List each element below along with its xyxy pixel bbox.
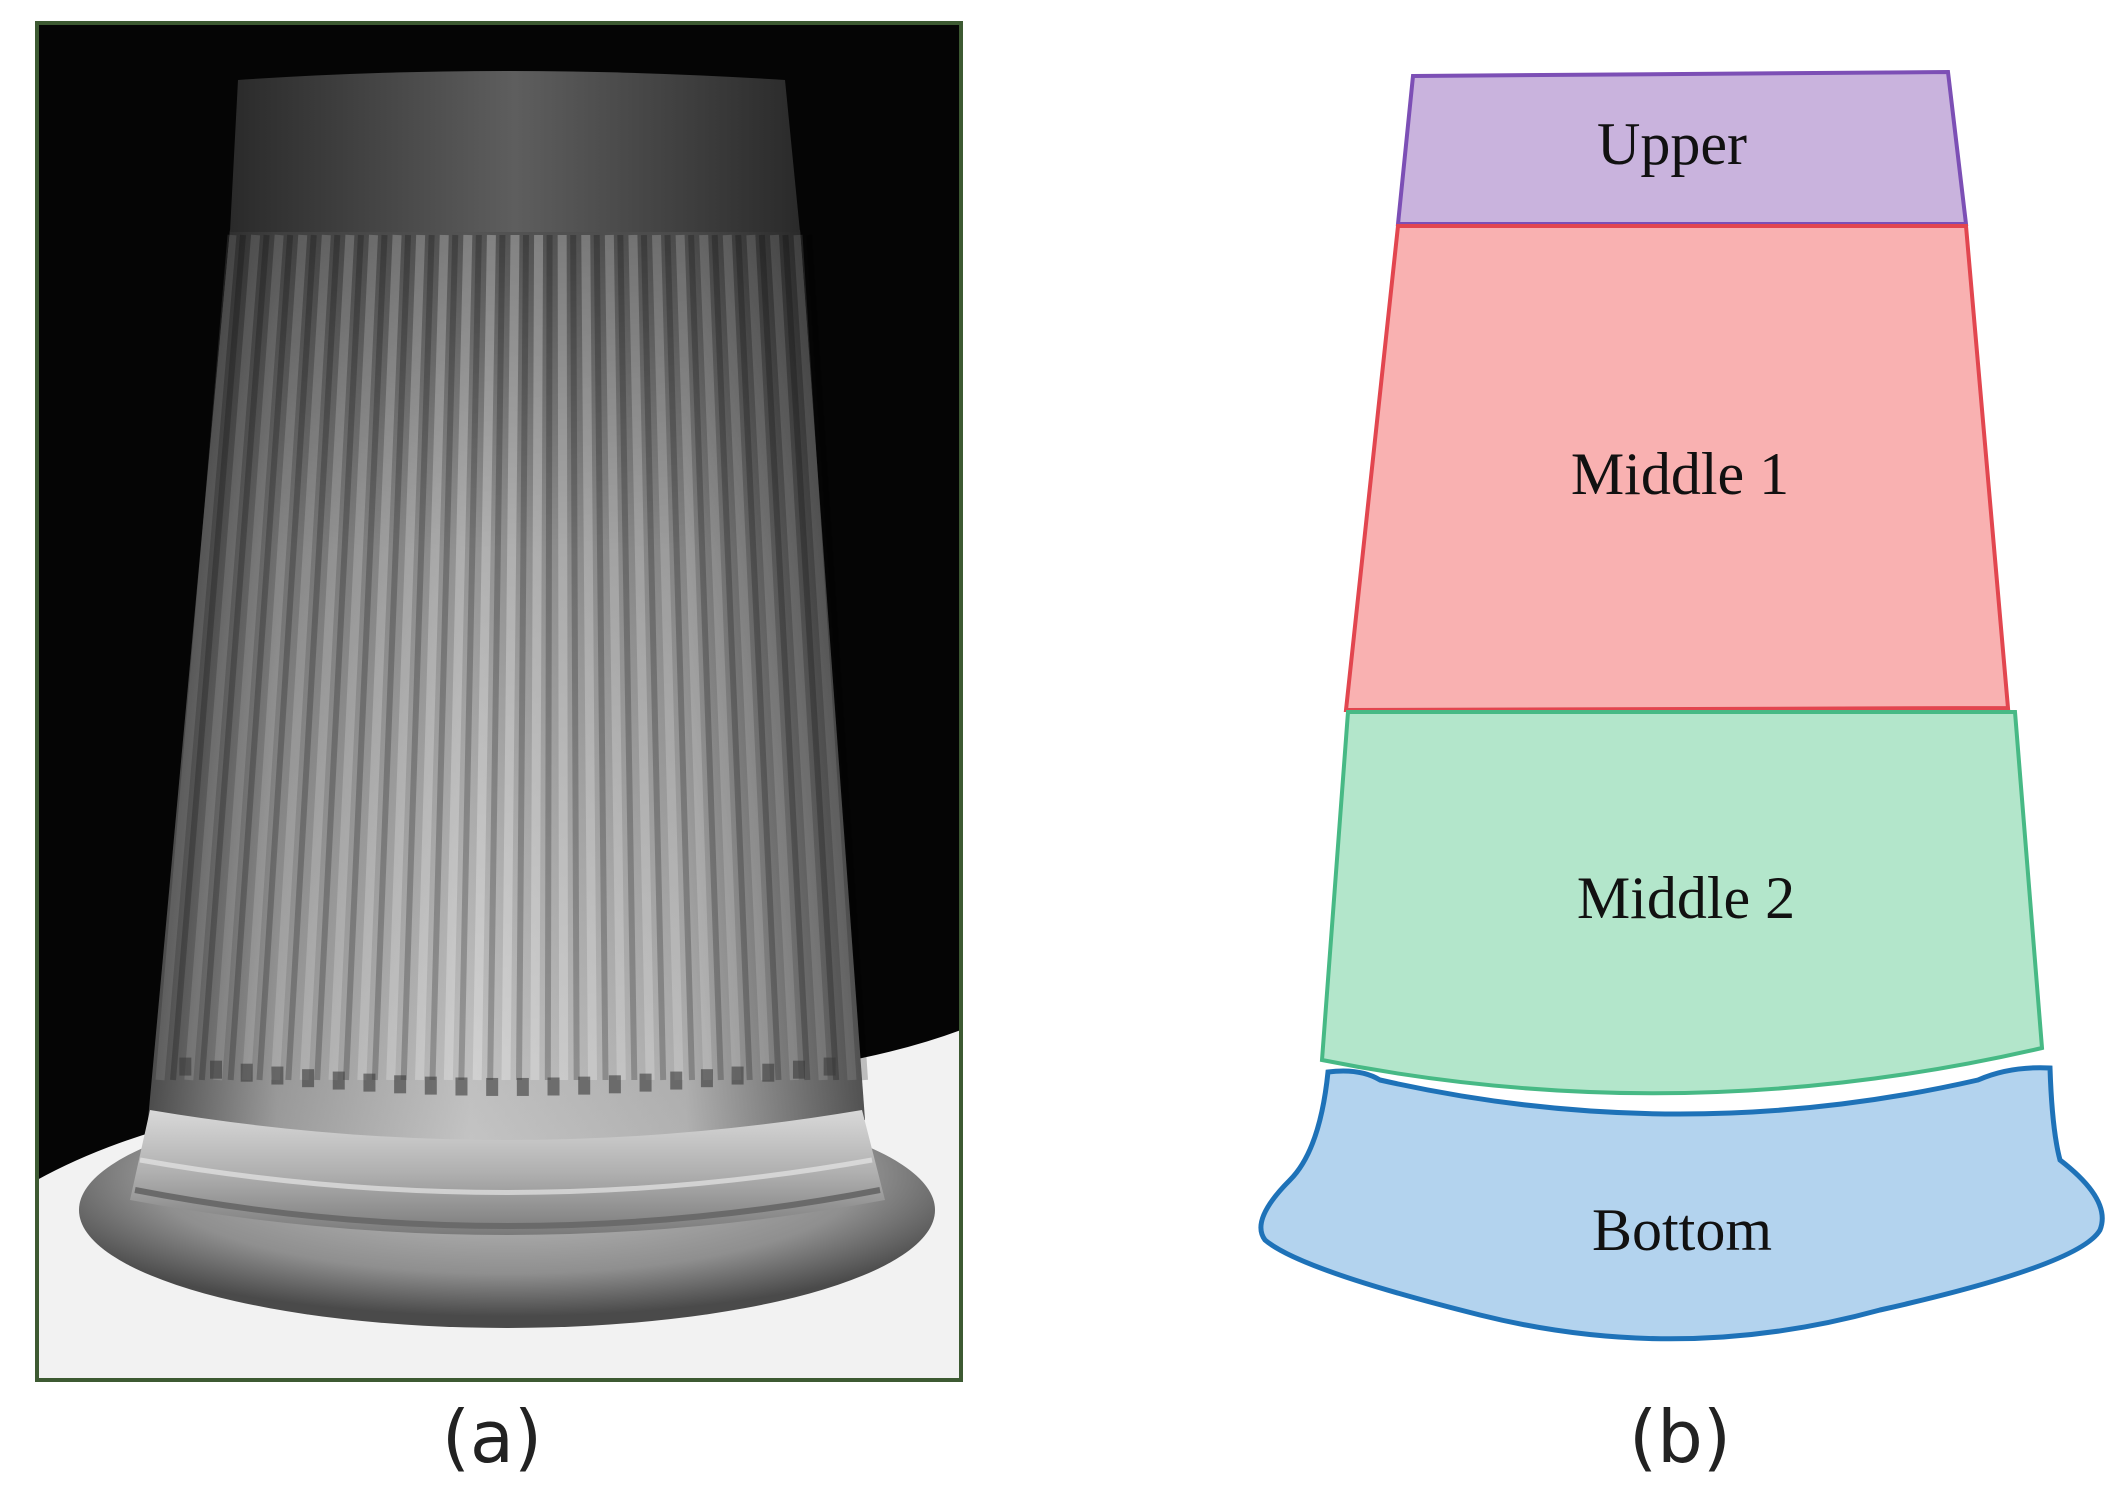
rib: [628, 234, 655, 1081]
label-middle-1: Middle 1: [1571, 441, 1789, 507]
rib: [530, 234, 544, 1081]
rib: [699, 234, 742, 1081]
rib: [581, 234, 597, 1081]
rib: [299, 234, 355, 1081]
band-dot: [547, 1077, 560, 1096]
rib: [793, 234, 857, 1081]
region-middle-1: [1343, 224, 2011, 713]
band-dot: [394, 1075, 407, 1094]
band-dot: [332, 1071, 345, 1090]
rib: [746, 234, 799, 1081]
label-bottom: Bottom: [1592, 1197, 1772, 1263]
rib: [386, 234, 426, 1081]
label-middle-2: Middle 2: [1577, 865, 1795, 931]
rib: [769, 234, 828, 1081]
rib: [155, 234, 237, 1081]
label-upper: Upper: [1597, 111, 1747, 177]
rib-groove: [227, 234, 294, 1081]
band-dot: [455, 1077, 468, 1096]
band-dot: [210, 1060, 223, 1079]
caption-b: (b): [1629, 1395, 1731, 1479]
cup-photo: [37, 23, 961, 1380]
panel-b: Upper Middle 1 Middle 2 Bottom (b): [1258, 69, 2105, 1479]
rib: [184, 234, 261, 1081]
panel-a: (a): [35, 21, 963, 1479]
rib-groove: [429, 234, 459, 1081]
rib-groove: [735, 234, 782, 1081]
cup-dot-band: [179, 1057, 836, 1096]
band-dot: [792, 1060, 805, 1079]
rib-groove: [170, 234, 246, 1081]
band-dot: [516, 1077, 529, 1096]
band-dot: [762, 1063, 775, 1082]
band-dot: [639, 1073, 652, 1092]
rib: [652, 234, 684, 1081]
rib-groove: [593, 234, 609, 1081]
band-dot: [179, 1057, 192, 1076]
rib-groove: [688, 234, 724, 1081]
rib-groove: [516, 234, 529, 1081]
rib-groove: [371, 234, 412, 1081]
band-dot: [578, 1076, 591, 1095]
rib: [557, 234, 569, 1081]
photo-frame: [35, 21, 963, 1382]
rib: [722, 234, 770, 1081]
rib-groove: [343, 234, 388, 1081]
cup-rim: [230, 71, 800, 232]
rib: [213, 234, 284, 1081]
region-bottom: [1258, 1065, 2105, 1342]
rib: [604, 234, 626, 1081]
rib: [443, 234, 473, 1081]
rib-groove: [711, 234, 753, 1081]
band-dot: [823, 1057, 836, 1076]
rib-groove: [806, 234, 868, 1081]
rib: [675, 234, 713, 1081]
band-dot: [302, 1069, 315, 1088]
rib: [270, 234, 331, 1081]
rib: [472, 234, 496, 1081]
rib: [501, 234, 520, 1081]
rib: [415, 234, 449, 1081]
band-dot: [700, 1069, 713, 1088]
rib-groove: [570, 234, 580, 1081]
band-dot: [608, 1075, 621, 1094]
region-middle-2: [1319, 710, 2045, 1096]
rib-groove: [664, 234, 695, 1081]
cup-ribs: [155, 234, 868, 1081]
rib: [242, 234, 308, 1081]
rib-groove: [400, 234, 435, 1081]
rib: [357, 234, 402, 1081]
rib-groove: [640, 234, 667, 1081]
rib-groove: [544, 234, 553, 1081]
caption-a: (a): [442, 1395, 542, 1479]
rib-groove: [758, 234, 811, 1081]
band-dot: [670, 1071, 683, 1090]
band-dot: [271, 1066, 284, 1085]
band-dot: [731, 1066, 744, 1085]
band-dot: [486, 1077, 499, 1096]
rib-groove: [256, 234, 317, 1081]
rib-groove: [458, 234, 482, 1081]
rib-groove: [285, 234, 341, 1081]
band-dot: [240, 1063, 253, 1082]
rib-groove: [487, 234, 506, 1081]
rib-groove: [617, 234, 638, 1081]
rib-groove: [198, 234, 270, 1081]
rib-groove: [314, 234, 364, 1081]
rib-groove: [782, 234, 840, 1081]
band-dot: [424, 1076, 437, 1095]
band-dot: [363, 1073, 376, 1092]
rib: [328, 234, 378, 1081]
cup-base-band: [130, 1110, 885, 1235]
